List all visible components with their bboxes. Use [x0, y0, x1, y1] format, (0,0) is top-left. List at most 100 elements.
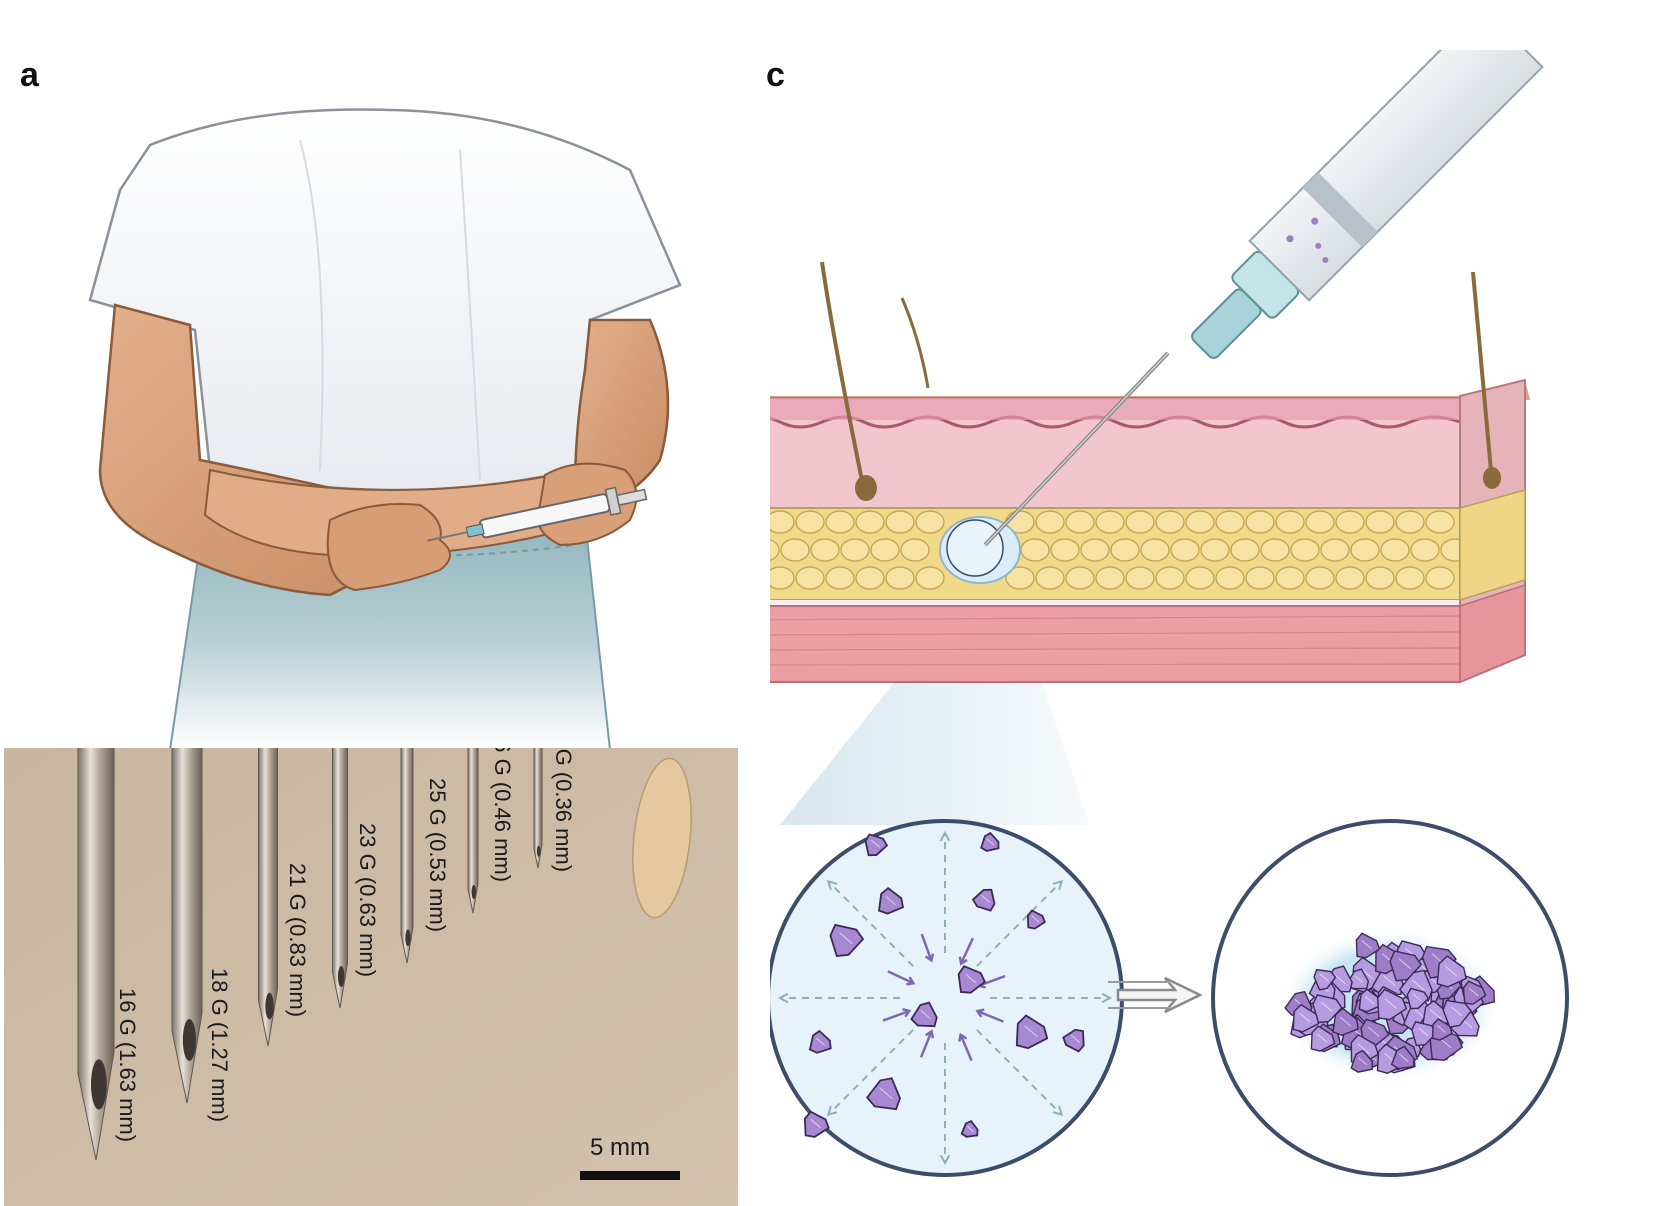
- fat-cell: [1005, 566, 1035, 590]
- fat-cell: [1260, 538, 1290, 562]
- abdomen-injection-drawing: [88, 108, 682, 750]
- hair-follicle-right: [1471, 271, 1494, 483]
- panel-c-depot-illustration: [770, 50, 1654, 1206]
- fat-cell: [1245, 510, 1275, 534]
- fat-cell: [1335, 510, 1365, 534]
- fat-cell: [795, 566, 825, 590]
- fat-cell: [1305, 510, 1335, 534]
- hair-follicle-left: [820, 261, 867, 496]
- fat-cell: [1110, 538, 1140, 562]
- fat-cell: [1395, 510, 1425, 534]
- fat-cell: [1230, 538, 1260, 562]
- crystal: [1350, 1049, 1373, 1073]
- fat-cell: [770, 510, 795, 534]
- fat-cell: [1155, 510, 1185, 534]
- syringe-small: [427, 486, 648, 542]
- aggregation-arrow: [959, 937, 975, 965]
- skin-depot-drawing: [770, 50, 1569, 1177]
- fat-cell: [1290, 538, 1320, 562]
- fat-cell: [885, 510, 915, 534]
- fat-cell: [900, 538, 930, 562]
- panel-label-c: c: [766, 56, 785, 94]
- aggregation-arrow: [959, 1034, 973, 1062]
- fat-cell: [1365, 566, 1395, 590]
- fat-cell: [1020, 538, 1050, 562]
- fat-cell: [1065, 566, 1095, 590]
- panel-b-needle-photo: 16 G (1.63 mm) 18 G (1.27 mm) 21 G (0.83 m…: [0, 748, 740, 1206]
- fat-cell: [1080, 538, 1110, 562]
- fat-cell: [1305, 566, 1335, 590]
- fat-cell: [1185, 566, 1215, 590]
- fat-cell: [825, 510, 855, 534]
- fat-cell: [1395, 566, 1425, 590]
- crystal: [1313, 968, 1337, 991]
- needle-lumen-3: [265, 992, 274, 1020]
- diffusion-arrow: [976, 880, 1063, 967]
- fat-cell: [1035, 566, 1065, 590]
- crystal: [866, 1077, 901, 1111]
- fat-cell: [1350, 538, 1380, 562]
- aggregation-arrow: [920, 933, 933, 961]
- needle-lumen-6: [471, 885, 476, 899]
- crystal-dispersion-circle: [770, 819, 1124, 1177]
- fat-cell: [1410, 538, 1440, 562]
- fat-cell: [1275, 566, 1305, 590]
- needle-lumen-4: [337, 966, 345, 987]
- rice-grain: [632, 757, 692, 919]
- fat-cell: [870, 538, 900, 562]
- needle-lumen-2: [182, 1019, 196, 1061]
- fat-cell: [795, 510, 825, 534]
- fat-cell: [1065, 510, 1095, 534]
- panel-a-injection-illustration: [0, 50, 740, 750]
- needle-gauge-photo: 16 G (1.63 mm) 18 G (1.27 mm) 21 G (0.83 m…: [4, 748, 738, 1206]
- crystal: [971, 888, 996, 912]
- fat-cell: [1320, 538, 1350, 562]
- fat-cell: [1365, 510, 1395, 534]
- fat-cell: [1095, 510, 1125, 534]
- process-arrow: [1108, 976, 1203, 1014]
- fat-cell: [1425, 566, 1455, 590]
- needle-4: [332, 748, 348, 1009]
- syringe-large: [983, 50, 1544, 547]
- fat-cell: [1335, 566, 1365, 590]
- fat-cell: [1275, 510, 1305, 534]
- right-arm: [573, 318, 670, 502]
- aggregated-depot-circle: [1211, 819, 1569, 1177]
- diffusion-arrow: [827, 1029, 914, 1116]
- scale-bar-label: 5 mm: [590, 1134, 650, 1161]
- fat-cell: [810, 538, 840, 562]
- needle-3: [258, 748, 278, 1047]
- fat-cell: [1200, 538, 1230, 562]
- needle-gauge-label-1: 16 G (1.63 mm): [115, 988, 140, 1142]
- needle-5: [400, 748, 414, 964]
- needle-gauge-label-2: 18 G (1.27 mm): [207, 968, 232, 1122]
- fat-cell: [885, 566, 915, 590]
- skin-cross-section: [770, 261, 1530, 684]
- fat-cell: [1155, 566, 1185, 590]
- fat-cell: [1380, 538, 1410, 562]
- needle-7: [533, 748, 543, 869]
- pinching-hand: [326, 503, 451, 592]
- diffusion-arrow: [976, 1029, 1063, 1116]
- fat-cell: [770, 538, 780, 562]
- fat-cell: [840, 538, 870, 562]
- crystal: [1389, 950, 1422, 982]
- aggregation-arrow: [976, 1009, 1004, 1023]
- fat-cell: [1125, 566, 1155, 590]
- fat-cell: [780, 538, 810, 562]
- fat-cell: [1140, 538, 1170, 562]
- diffusion-arrow: [827, 880, 914, 967]
- fat-cell: [825, 566, 855, 590]
- needle-gauge-label-6: 26 G (0.46 mm): [490, 748, 515, 882]
- fat-cell: [1215, 510, 1245, 534]
- scale-bar: [580, 1171, 680, 1180]
- needle-gauge-label-5: 25 G (0.53 mm): [425, 778, 450, 932]
- needle-lumen-7: [536, 845, 541, 857]
- needle-gauge-label-3: 21 G (0.83 mm): [285, 863, 310, 1017]
- fat-cell: [1095, 566, 1125, 590]
- fat-cell: [1245, 566, 1275, 590]
- fat-cell: [915, 510, 945, 534]
- fat-cell: [1425, 510, 1455, 534]
- crystal: [829, 923, 865, 957]
- fat-cell: [770, 566, 795, 590]
